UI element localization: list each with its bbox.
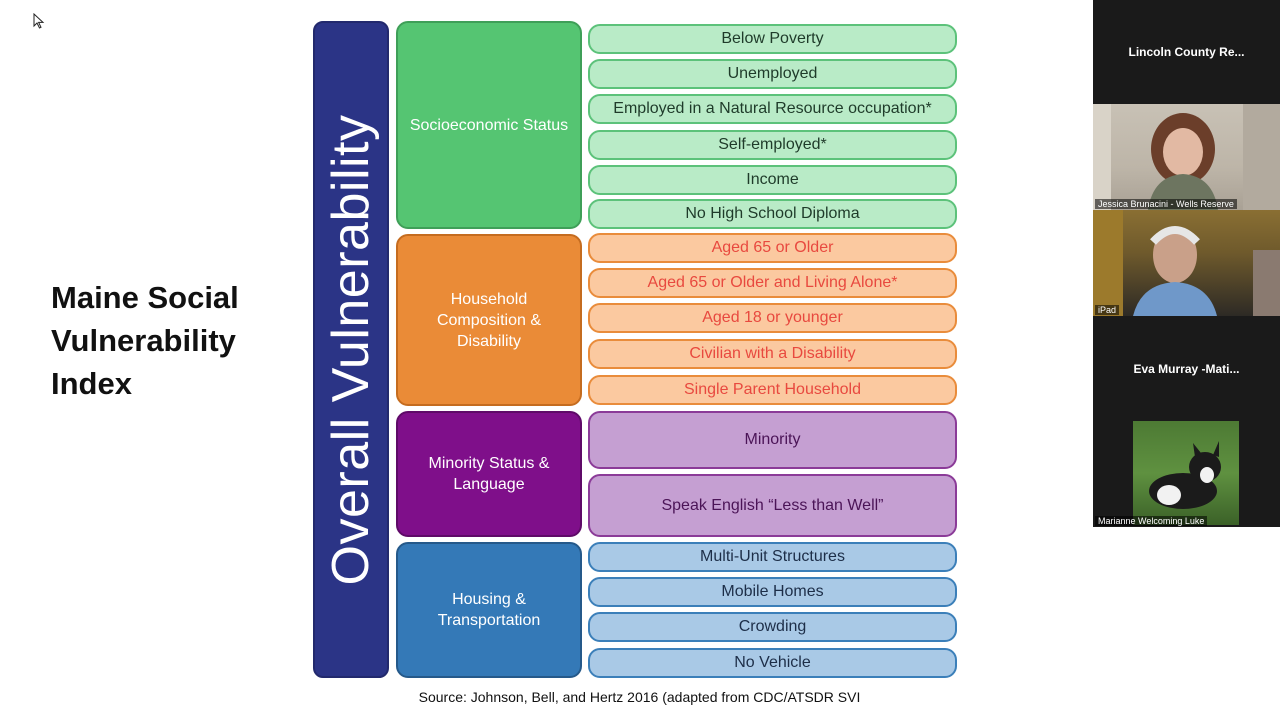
- slide-title-line: Vulnerability: [51, 323, 236, 358]
- mouse-cursor-icon: [33, 13, 45, 29]
- indicator-unemployed: Unemployed: [588, 59, 957, 89]
- indicator-single-parent: Single Parent Household: [588, 375, 957, 405]
- indicator-aged-65: Aged 65 or Older: [588, 233, 957, 263]
- indicator-no-vehicle: No Vehicle: [588, 648, 957, 678]
- indicator-minority: Minority: [588, 411, 957, 469]
- indicator-mobile-homes: Mobile Homes: [588, 577, 957, 607]
- participant-video-icon: [1093, 210, 1280, 316]
- category-label: Household Composition & Disability: [436, 290, 542, 350]
- participant-name: Lincoln County Re...: [1128, 45, 1245, 59]
- indicator-crowding: Crowding: [588, 612, 957, 642]
- indicator-aged-65-alone: Aged 65 or Older and Living Alone*: [588, 268, 957, 298]
- indicator-income: Income: [588, 165, 957, 195]
- indicator-no-diploma: No High School Diploma: [588, 199, 957, 229]
- category-household: Household Composition & Disability: [396, 234, 582, 406]
- participant-video-icon: [1093, 104, 1280, 210]
- presentation-slide: Maine Social Vulnerability Index Overall…: [33, 13, 957, 705]
- indicator-natural-resource: Employed in a Natural Resource occupatio…: [588, 94, 957, 124]
- indicator-multi-unit: Multi-Unit Structures: [588, 542, 957, 572]
- participant-video-tile[interactable]: Jessica Brunacini - Wells Reserve: [1093, 104, 1280, 210]
- slide-title-line: Index: [51, 366, 132, 401]
- indicator-below-poverty: Below Poverty: [588, 24, 957, 54]
- dog-icon: [1149, 441, 1221, 509]
- overall-vulnerability-label: Overall Vulnerability: [322, 114, 380, 585]
- category-label: Housing & Transportation: [437, 591, 541, 629]
- participant-tile[interactable]: Lincoln County Re...: [1093, 0, 1280, 104]
- participant-gallery: Lincoln County Re... Jessica Brunacini -…: [1093, 0, 1280, 527]
- participant-video-tile[interactable]: iPad: [1093, 210, 1280, 316]
- participant-video: [1133, 421, 1239, 525]
- category-housing: Housing & Transportation: [396, 542, 582, 678]
- indicator-english: Speak English “Less than Well”: [588, 474, 957, 537]
- slide-title-line: Maine Social: [51, 280, 239, 315]
- category-socioeconomic: Socioeconomic Status: [396, 21, 582, 229]
- indicator-self-employed: Self-employed*: [588, 130, 957, 160]
- slide-title: Maine Social Vulnerability Index: [51, 276, 291, 405]
- source-citation: Source: Johnson, Bell, and Hertz 2016 (a…: [418, 689, 861, 705]
- participant-name: Marianne Welcoming Luke: [1095, 516, 1208, 526]
- category-label: Minority Status & Language: [428, 455, 550, 493]
- category-minority: Minority Status & Language: [396, 411, 582, 537]
- participant-video-tile[interactable]: Marianne Welcoming Luke: [1093, 421, 1280, 527]
- participant-tile[interactable]: Eva Murray -Mati...: [1093, 316, 1280, 421]
- category-label: Socioeconomic Status: [409, 116, 569, 134]
- participant-name: iPad: [1095, 305, 1120, 315]
- indicator-disability: Civilian with a Disability: [588, 339, 957, 369]
- participant-name: Eva Murray -Mati...: [1133, 361, 1240, 376]
- indicator-aged-18: Aged 18 or younger: [588, 303, 957, 333]
- participant-name: Jessica Brunacini - Wells Reserve: [1095, 199, 1237, 209]
- overall-vulnerability-bar: Overall Vulnerability: [313, 21, 389, 678]
